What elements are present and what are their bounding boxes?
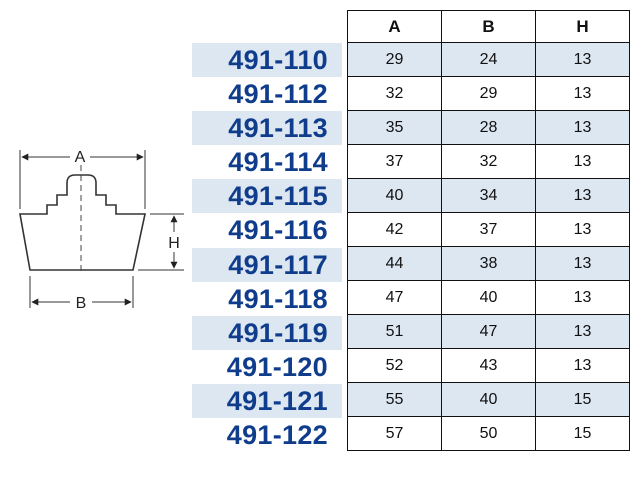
column-header-h: H <box>535 10 630 43</box>
stopper-dimension-diagram: A B H <box>19 149 184 312</box>
cell-b: 43 <box>441 348 536 383</box>
cell-a: 55 <box>347 382 442 417</box>
cell-a: 47 <box>347 280 442 315</box>
part-number: 491-118 <box>228 283 328 314</box>
cell-a: 40 <box>347 178 442 213</box>
cell-b: 47 <box>441 314 536 349</box>
part-number: 491-112 <box>228 79 328 110</box>
cell-h: 13 <box>535 178 630 213</box>
cell-h: 13 <box>535 246 630 281</box>
part-number: 491-122 <box>226 420 328 451</box>
part-number: 491-114 <box>228 147 328 178</box>
cell-a: 35 <box>347 110 442 145</box>
column-header-a: A <box>347 10 442 43</box>
cell-b: 40 <box>441 280 536 315</box>
dimension-label-b: B <box>76 295 87 312</box>
cell-a: 37 <box>347 144 442 179</box>
cell-h: 13 <box>535 110 630 145</box>
cell-h: 13 <box>535 144 630 179</box>
cell-b: 24 <box>441 42 536 77</box>
part-number: 491-113 <box>192 111 342 146</box>
cell-b: 38 <box>441 246 536 281</box>
cell-h: 13 <box>535 348 630 383</box>
cell-b: 28 <box>441 110 536 145</box>
cell-b: 50 <box>441 416 536 451</box>
column-header-b: B <box>441 10 536 43</box>
cell-a: 29 <box>347 42 442 77</box>
cell-b: 37 <box>441 212 536 247</box>
cell-a: 42 <box>347 212 442 247</box>
cell-h: 15 <box>535 416 630 451</box>
cell-b: 34 <box>441 178 536 213</box>
part-number: 491-116 <box>228 215 328 246</box>
cell-a: 32 <box>347 76 442 111</box>
cell-a: 57 <box>347 416 442 451</box>
part-number: 491-119 <box>192 315 342 350</box>
dimension-label-h: H <box>168 235 180 252</box>
part-number: 491-110 <box>192 43 342 78</box>
cell-a: 52 <box>347 348 442 383</box>
cell-b: 40 <box>441 382 536 417</box>
cell-a: 44 <box>347 246 442 281</box>
dimension-label-a: A <box>75 149 86 166</box>
part-number: 491-117 <box>192 247 342 282</box>
cell-h: 13 <box>535 76 630 111</box>
table-header-row: A B H <box>347 10 630 43</box>
part-number: 491-121 <box>192 383 342 419</box>
cell-h: 13 <box>535 212 630 247</box>
cell-b: 32 <box>441 144 536 179</box>
part-number: 491-120 <box>226 351 328 382</box>
part-number: 491-115 <box>192 179 342 214</box>
cell-h: 13 <box>535 314 630 349</box>
cell-h: 15 <box>535 382 630 417</box>
cell-h: 13 <box>535 280 630 315</box>
cell-b: 29 <box>441 76 536 111</box>
stopper-outline <box>19 174 146 271</box>
cell-a: 51 <box>347 314 442 349</box>
cell-h: 13 <box>535 42 630 77</box>
